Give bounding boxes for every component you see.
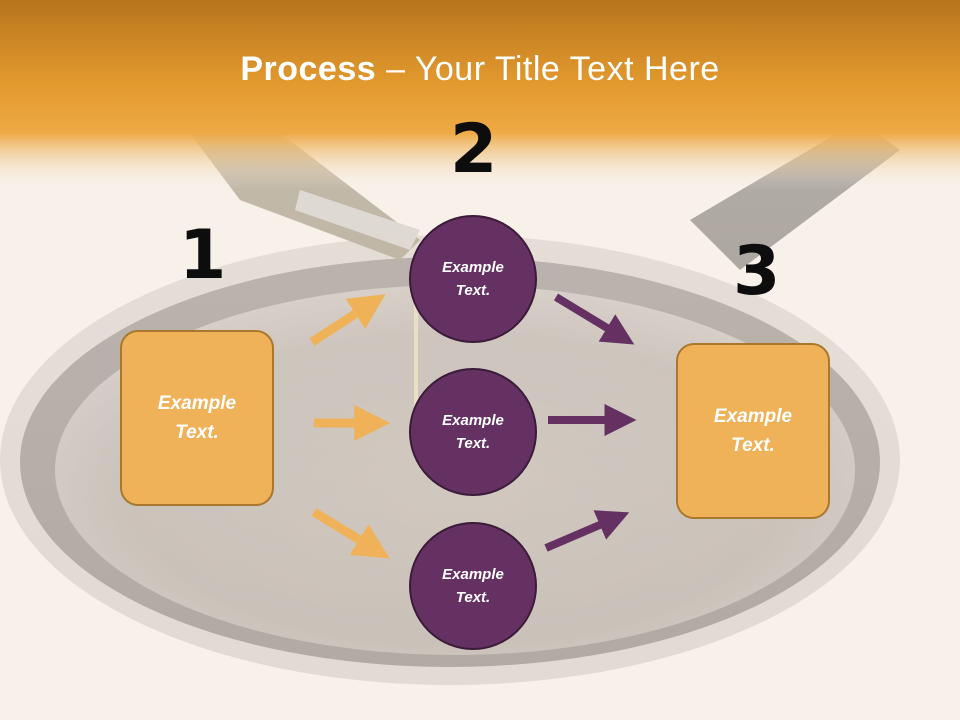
step-number-1: 1 [179,216,227,295]
title-bold: Process [240,50,377,88]
step-1-box: Example Text. [120,330,274,506]
slide-title: Process – Your Title Text Here [0,50,960,89]
step-2-circle-bottom: Example Text. [409,522,537,650]
title-rest: – Your Title Text Here [376,50,720,88]
step-2-label-top: Example Text. [442,259,504,299]
step-2-circle-top: Example Text. [409,215,537,343]
step-1-label: Example Text. [157,393,237,443]
step-2-label-bottom: Example Text. [442,566,504,606]
step-number-3: 3 [733,232,781,311]
step-3-label: Example Text. [713,406,793,456]
step-3-box: Example Text. [676,343,830,519]
step-2-circle-middle: Example Text. [409,368,537,496]
step-2-label-middle: Example Text. [442,412,504,452]
step-number-2: 2 [450,110,498,189]
